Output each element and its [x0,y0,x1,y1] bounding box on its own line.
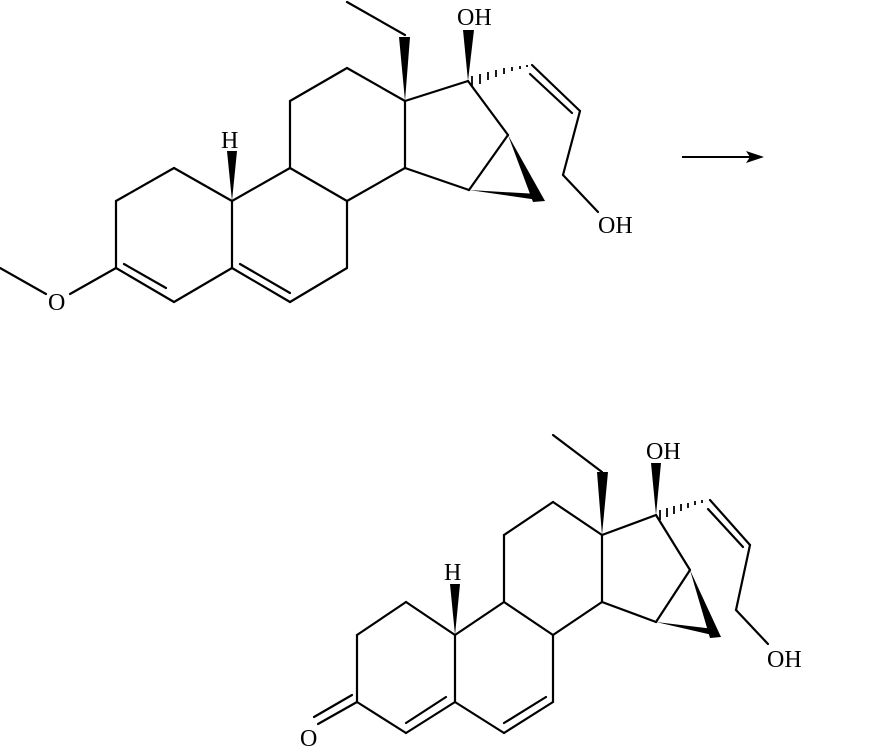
reactant-oh-side-label: OH [598,213,633,239]
reactant-oh-top-label: OH [457,5,492,31]
product-oh-side-label: OH [767,647,802,673]
reaction-arrow [682,151,764,163]
product-oh-top-label: OH [646,439,681,465]
product-h-label: H [444,560,461,586]
reactant-h-label: H [221,128,238,154]
reactant-methoxy-o-label: O [48,290,65,316]
product-ketone-o-label: O [300,726,317,747]
reactant-molecule: H OH OH O [0,0,633,316]
product-molecule: O H OH [300,433,802,747]
